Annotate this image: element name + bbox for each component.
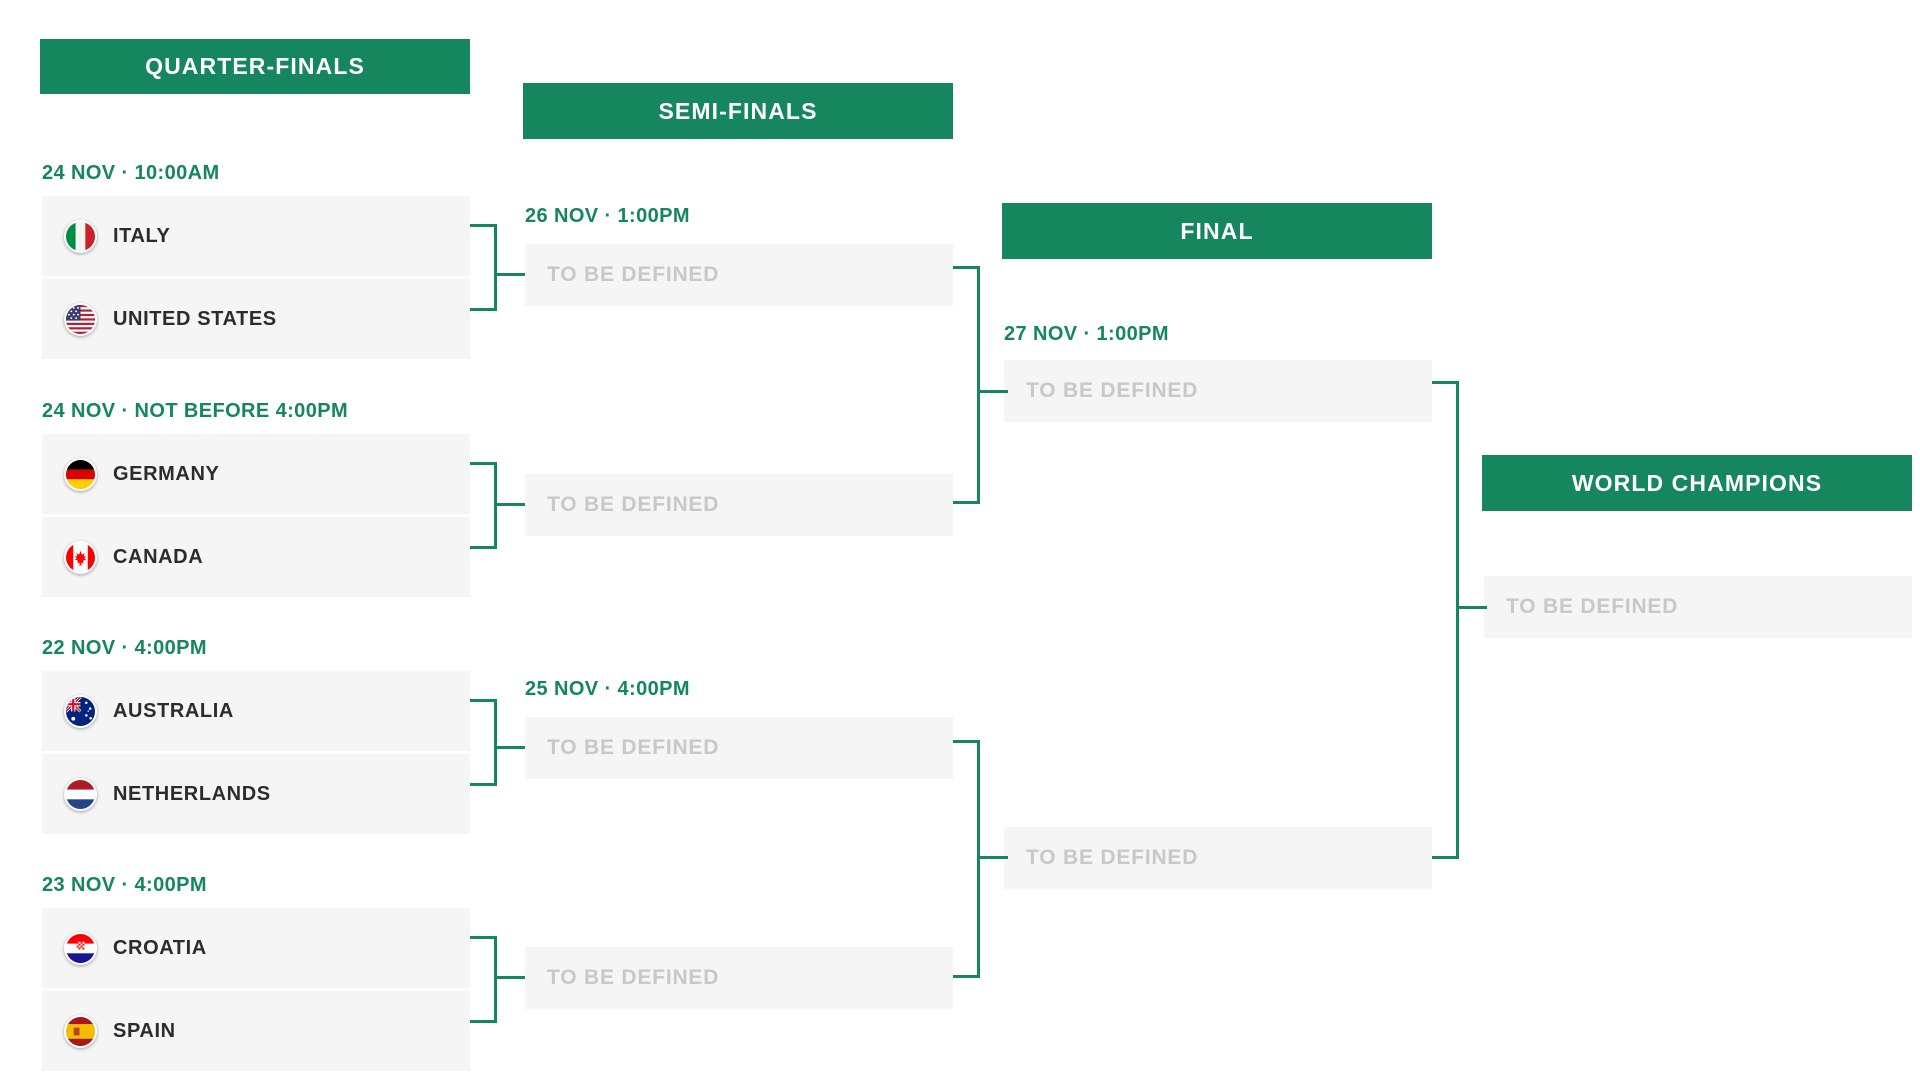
match-slot-sf4[interactable]: TO BE DEFINED: [525, 947, 953, 1009]
connector-qf4-spine: [494, 936, 497, 1023]
round-header-label: QUARTER-FINALS: [145, 53, 365, 79]
team-row-qf1-italy[interactable]: ITALY: [42, 196, 470, 276]
match-slot-sf3[interactable]: TO BE DEFINED: [525, 717, 953, 779]
placeholder-label: TO BE DEFINED: [547, 966, 720, 989]
connector-final-spine: [1456, 381, 1459, 859]
connector-qf2-out: [494, 503, 525, 506]
match-date-qf3: 22 NOV · 4:00PM: [42, 637, 207, 659]
match-slot-final-bottom[interactable]: TO BE DEFINED: [1004, 827, 1432, 889]
connector-final-top: [1432, 381, 1459, 384]
connector-qf1-bottom: [470, 308, 497, 311]
match-date-sf3: 25 NOV · 4:00PM: [525, 678, 690, 700]
connector-sf-bottom-a: [953, 740, 980, 743]
match-date-qf1: 24 NOV · 10:00AM: [42, 162, 220, 184]
team-row-qf3-australia[interactable]: AUSTRALIA: [42, 671, 470, 751]
connector-final-bottom: [1432, 856, 1459, 859]
connector-qf1-out: [494, 273, 525, 276]
flag-italy-icon: [64, 219, 97, 253]
connector-qf2-bottom: [470, 546, 497, 549]
connector-qf2-top: [470, 462, 497, 465]
connector-sf-bottom-out: [977, 856, 1008, 859]
team-row-qf3-netherlands[interactable]: NETHERLANDS: [42, 754, 470, 834]
connector-sf-top-b: [953, 501, 980, 504]
connector-qf4-top: [470, 936, 497, 939]
flag-germany-icon: [64, 457, 97, 491]
match-slot-sf2[interactable]: TO BE DEFINED: [525, 474, 953, 536]
flag-australia-icon: [64, 694, 97, 728]
match-date-qf2: 24 NOV · NOT BEFORE 4:00PM: [42, 400, 349, 422]
round-header-quarter-finals: QUARTER-FINALS: [40, 39, 470, 94]
match-slot-sf1[interactable]: TO BE DEFINED: [525, 244, 953, 306]
team-name: ITALY: [113, 224, 171, 247]
connector-qf3-spine: [494, 699, 497, 786]
team-row-qf2-germany[interactable]: GERMANY: [42, 434, 470, 514]
connector-qf4-bottom: [470, 1020, 497, 1023]
team-name: CANADA: [113, 545, 204, 568]
placeholder-label: TO BE DEFINED: [1026, 846, 1199, 869]
connector-sf-top-spine: [977, 266, 980, 504]
match-date-qf4: 23 NOV · 4:00PM: [42, 874, 207, 896]
placeholder-label: TO BE DEFINED: [547, 493, 720, 516]
flag-netherlands-icon: [64, 777, 97, 811]
flag-united-states-icon: [64, 302, 97, 336]
connector-final-out: [1456, 606, 1487, 609]
connector-qf3-out: [494, 746, 525, 749]
connector-sf-bottom-spine: [977, 740, 980, 978]
flag-canada-icon: [64, 540, 97, 574]
team-name: UNITED STATES: [113, 307, 277, 330]
match-slot-final-top[interactable]: TO BE DEFINED: [1004, 360, 1432, 422]
team-name: NETHERLANDS: [113, 782, 271, 805]
connector-sf-top-a: [953, 266, 980, 269]
team-row-qf2-canada[interactable]: CANADA: [42, 517, 470, 597]
placeholder-label: TO BE DEFINED: [1026, 379, 1199, 402]
connector-sf-bottom-b: [953, 975, 980, 978]
placeholder-label: TO BE DEFINED: [547, 263, 720, 286]
round-header-final: FINAL: [1002, 203, 1432, 259]
team-row-qf4-croatia[interactable]: CROATIA: [42, 908, 470, 988]
team-row-qf4-spain[interactable]: SPAIN: [42, 991, 470, 1071]
round-header-semi-finals: SEMI-FINALS: [523, 83, 953, 139]
connector-sf-top-out: [977, 390, 1008, 393]
round-header-label: WORLD CHAMPIONS: [1571, 469, 1823, 496]
connector-qf1-top: [470, 224, 497, 227]
team-name: CROATIA: [113, 936, 207, 959]
connector-qf4-out: [494, 976, 525, 979]
round-header-world-champions: WORLD CHAMPIONS: [1482, 455, 1912, 511]
connector-qf3-bottom: [470, 783, 497, 786]
round-header-label: SEMI-FINALS: [658, 97, 818, 124]
match-date-final: 27 NOV · 1:00PM: [1004, 323, 1169, 345]
team-name: SPAIN: [113, 1019, 176, 1042]
flag-croatia-icon: [64, 931, 97, 965]
team-name: GERMANY: [113, 462, 220, 485]
match-slot-champion[interactable]: TO BE DEFINED: [1484, 576, 1912, 638]
connector-qf1-spine: [494, 224, 497, 311]
team-name: AUSTRALIA: [113, 699, 234, 722]
flag-spain-icon: [64, 1014, 97, 1048]
placeholder-label: TO BE DEFINED: [1506, 595, 1679, 618]
team-row-qf1-united-states[interactable]: UNITED STATES: [42, 279, 470, 359]
match-date-sf1: 26 NOV · 1:00PM: [525, 205, 690, 227]
round-header-label: FINAL: [1180, 217, 1254, 244]
placeholder-label: TO BE DEFINED: [547, 736, 720, 759]
connector-qf3-top: [470, 699, 497, 702]
